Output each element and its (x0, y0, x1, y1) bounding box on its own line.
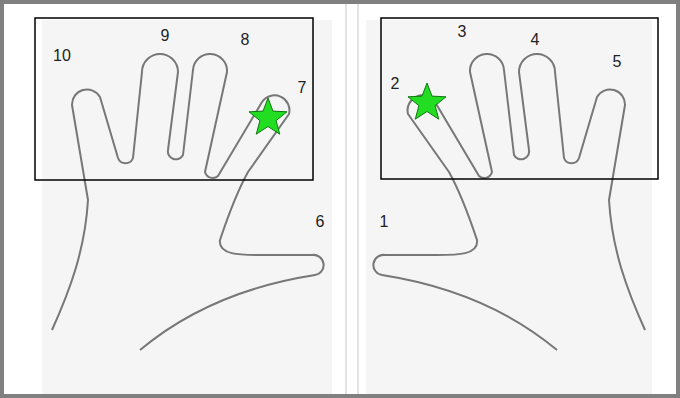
callout-number: 3 (458, 24, 467, 40)
left-hand (52, 54, 324, 350)
star-marker (408, 83, 446, 119)
finger-box (381, 18, 658, 179)
right-panel (366, 20, 652, 398)
callout-number: 2 (391, 76, 400, 92)
callout-number: 8 (241, 32, 250, 48)
left-panel (42, 20, 332, 398)
right-hand (373, 54, 645, 350)
callout-number: 1 (380, 214, 389, 230)
divider (345, 4, 347, 398)
callout-number: 9 (161, 28, 170, 44)
callout-number: 4 (531, 32, 540, 48)
finger-box (35, 18, 313, 180)
callout-number: 6 (316, 214, 325, 230)
callout-number: 5 (613, 54, 622, 70)
callout-number: 7 (298, 80, 307, 96)
star-marker (249, 98, 287, 134)
callout-number: 10 (53, 48, 71, 64)
divider (357, 4, 359, 398)
